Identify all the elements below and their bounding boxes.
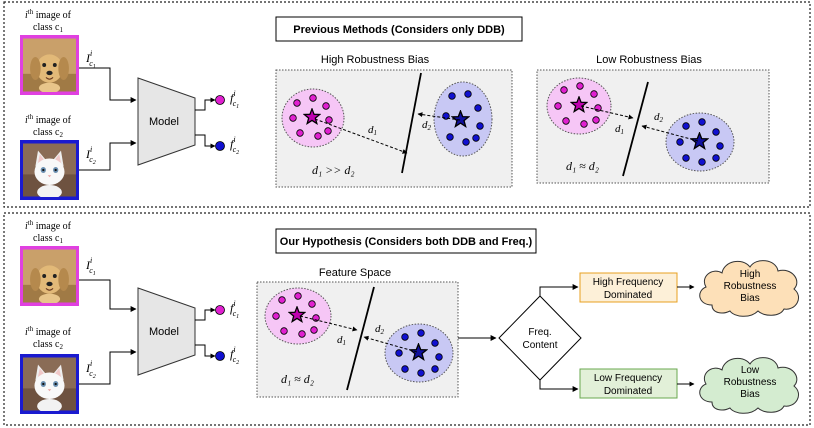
decision-line2: Content xyxy=(522,340,557,351)
distance-d1-arrow xyxy=(314,118,408,154)
bottom-input1-caption-line2: class c1 xyxy=(33,233,63,245)
low-relation: d₁ ≈ d₂ xyxy=(566,159,599,173)
bottom-out2-dot xyxy=(215,351,225,361)
bottom-out1-dot xyxy=(215,305,225,315)
low-cloud-line3: Bias xyxy=(740,389,759,400)
freq-content-decision xyxy=(498,295,582,381)
low-d1-label: d1 xyxy=(615,123,624,136)
class2-points xyxy=(442,90,484,146)
puppy-image-icon xyxy=(23,249,76,303)
high-relation: d₁ >> d₂ xyxy=(312,163,355,177)
puppy-image-icon xyxy=(23,38,76,92)
top-connector-in2 xyxy=(79,140,137,171)
bottom-panel-title-box xyxy=(275,228,537,254)
bottom-model-block xyxy=(137,287,196,376)
kitten-image-icon xyxy=(23,357,76,411)
connector-high xyxy=(539,284,579,296)
bottom-input2-caption-line2: class c2 xyxy=(33,339,63,351)
bottom-connector-out2 xyxy=(195,344,216,359)
class2-points xyxy=(395,329,443,377)
class1-points xyxy=(289,94,333,140)
top-input1-caption: ith image of xyxy=(25,8,72,21)
top-panel-border xyxy=(3,1,811,208)
decision-line1: Freq. xyxy=(528,327,551,338)
high-robustness-title: High Robustness Bias xyxy=(321,54,430,66)
distance-d1-arrow xyxy=(580,105,634,120)
low-robustness-title: Low Robustness Bias xyxy=(596,54,702,66)
high-d2-label: d2 xyxy=(422,119,432,132)
bottom-connector-in1 xyxy=(79,279,137,312)
top-input2-caption-line2: class c2 xyxy=(33,127,63,139)
high-cloud-line1: High xyxy=(740,269,761,280)
top-out1-dot xyxy=(215,95,225,105)
low-frequency-box xyxy=(579,368,678,399)
top-panel-title: Previous Methods (Considers only DDB) xyxy=(293,24,505,36)
class1-points xyxy=(554,82,602,128)
top-model-block xyxy=(137,77,196,166)
decision-boundary xyxy=(346,286,375,391)
class1-points xyxy=(272,292,320,338)
feature-space-title: Feature Space xyxy=(319,267,391,279)
high-frequency-box xyxy=(579,272,678,303)
top-connector-out2 xyxy=(195,134,216,149)
top-input1-caption-line2: class c1 xyxy=(33,22,63,34)
top-input2-caption: ith image of xyxy=(25,113,72,126)
feature-d2-label: d2 xyxy=(375,323,385,336)
bottom-panel-border xyxy=(3,212,811,426)
bottom-connector-in2 xyxy=(79,349,137,385)
high-cloud-line2: Robustness xyxy=(724,281,777,292)
bottom-connector-out1 xyxy=(195,307,216,321)
feature-relation: d₁ ≈ d₂ xyxy=(281,372,314,386)
low-cloud-line2: Robustness xyxy=(724,377,777,388)
class2-points xyxy=(676,118,724,166)
low-frequency-line2: Dominated xyxy=(604,386,652,397)
low-d2-label: d2 xyxy=(654,111,664,124)
top-panel-title-box xyxy=(275,16,523,42)
low-cloud-line1: Low xyxy=(741,365,760,376)
decision-boundary xyxy=(622,81,649,177)
bottom-input1-caption: ith image of xyxy=(25,219,72,232)
high-d1-label: d1 xyxy=(368,124,377,137)
high-frequency-line2: Dominated xyxy=(604,290,652,301)
bottom-input2-caption: ith image of xyxy=(25,325,72,338)
distance-d2-arrow xyxy=(363,335,418,353)
low-frequency-line1: Low Frequency xyxy=(594,373,662,384)
feature-d1-label: d1 xyxy=(337,334,346,347)
decision-boundary xyxy=(401,72,422,174)
top-connector-out1 xyxy=(195,97,216,111)
bottom-model-label: Model xyxy=(149,326,179,338)
top-model-label: Model xyxy=(149,116,179,128)
kitten-image-icon xyxy=(23,143,76,197)
high-frequency-line1: High Frequency xyxy=(593,277,664,288)
connector-low xyxy=(539,380,579,392)
top-connector-in1 xyxy=(79,67,137,103)
distance-d2-arrow xyxy=(417,112,461,121)
high-cloud-line3: Bias xyxy=(740,293,759,304)
bottom-panel-title: Our Hypothesis (Considers both DDB and F… xyxy=(280,236,533,248)
top-out2-dot xyxy=(215,141,225,151)
